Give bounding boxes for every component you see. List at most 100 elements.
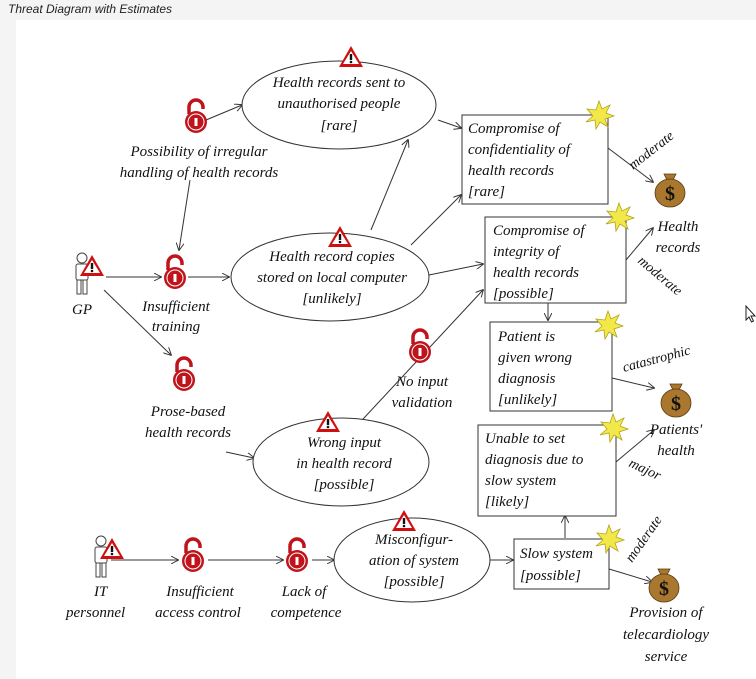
consequence-label: moderate	[623, 513, 666, 565]
edge-copies-integrity	[428, 264, 483, 276]
threat-label-line3: [possible]	[314, 477, 375, 493]
incident-label-line1: Patient is	[497, 329, 555, 345]
incident-label-line2: given wrong	[498, 350, 573, 366]
incident-label-line2: confidentiality of	[468, 142, 572, 158]
threat-label-line3: [rare]	[321, 118, 358, 134]
open-padlock-icon	[180, 537, 206, 574]
threat-label-line2: unauthorised people	[278, 96, 401, 112]
incident-wrong-diagnosis: Patient is given wrong diagnosis [unlike…	[489, 310, 624, 412]
threat-label-line3: [unlikely]	[302, 291, 361, 307]
warning-triangle-icon	[339, 46, 363, 67]
asset-label-line1: Patients'	[649, 422, 703, 438]
asset-label-line1: Health	[657, 219, 699, 235]
asset-label-line2: telecardiology	[623, 627, 709, 643]
edge-slow-provision	[608, 568, 652, 582]
money-bag-icon	[654, 173, 686, 208]
incident-integrity: Compromise of integrity of health record…	[484, 202, 635, 304]
asset-label-line1: Provision of	[628, 605, 704, 621]
vulnerability-label-line2: validation	[392, 395, 453, 411]
threat-label-line1: Health records sent to	[272, 75, 406, 91]
vulnerability-access: Insufficient access control	[155, 537, 241, 621]
edge-irregular-sent	[205, 105, 242, 121]
edge-sent-conf	[437, 119, 461, 128]
edges	[103, 105, 654, 582]
incident-label-line1: Compromise of	[493, 223, 586, 239]
money-bag-icon	[660, 383, 692, 418]
asset-health-records: Health records	[654, 173, 701, 256]
vulnerability-label-line1: Insufficient	[165, 584, 234, 600]
threat-label-line1: Health record copies	[268, 249, 395, 265]
open-padlock-icon	[183, 98, 209, 135]
incident-label-line3: health records	[493, 265, 579, 281]
vulnerability-prose: Prose-based health records	[145, 356, 231, 441]
edge-irregular-training-link	[179, 179, 191, 250]
incident-label-line3: diagnosis	[498, 371, 556, 387]
incident-label-line3: health records	[468, 163, 554, 179]
edge-wrongdiag-patients	[611, 377, 654, 388]
edge-integrity-healthrecords	[625, 228, 653, 261]
incident-unable: Unable to set diagnosis due to slow syst…	[477, 413, 629, 517]
threat-diagram-canvas: $ GP	[16, 20, 756, 679]
vulnerability-irregular: Possibility of irregular handling of hea…	[120, 98, 279, 181]
vulnerability-label-line1: Lack of	[281, 584, 328, 600]
threat-label-line2: in health record	[296, 456, 392, 472]
incident-label-line1: Slow system	[520, 546, 593, 562]
vulnerability-label-line2: access control	[155, 605, 241, 621]
actor-it-personnel: IT personnel	[65, 535, 125, 621]
edge-conf-healthrecords	[607, 147, 653, 182]
edge-copies-conf	[410, 195, 461, 246]
asset-label-line3: service	[645, 649, 688, 665]
vulnerability-label-line1: Possibility of irregular	[130, 144, 268, 160]
vulnerability-label-line2: training	[152, 319, 201, 335]
threat-label-line2: ation of system	[369, 553, 459, 569]
threat-label-line1: Wrong input	[307, 435, 382, 451]
vulnerability-label-line1: No input	[395, 374, 449, 390]
incident-label-line4: [possible]	[493, 286, 554, 302]
threat-scenario-sent: Health records sent to unauthorised peop…	[241, 46, 437, 150]
threat-diagram: $ GP	[65, 46, 709, 665]
open-padlock-icon	[407, 328, 433, 365]
incident-label-line4: [rare]	[468, 184, 505, 200]
vulnerability-training: Insufficient training	[141, 254, 211, 335]
open-padlock-icon	[162, 254, 188, 291]
incident-label-line4: [likely]	[485, 494, 529, 510]
incident-label-line2: diagnosis due to	[485, 452, 584, 468]
incident-label-line3: slow system	[485, 473, 556, 489]
vulnerability-label-line2: competence	[271, 605, 342, 621]
asset-patients-health: Patients' health	[649, 383, 703, 459]
open-padlock-icon	[171, 356, 197, 393]
actor-it-label-line2: personnel	[65, 605, 125, 621]
incident-confidentiality: Compromise of confidentiality of health …	[461, 100, 615, 205]
consequence-label: moderate	[626, 129, 677, 173]
threat-label-line1: Misconfigur-	[374, 532, 453, 548]
threat-label-line2: stored on local computer	[257, 270, 407, 286]
consequence-label: moderate	[634, 254, 684, 299]
incident-label-line2: integrity of	[493, 244, 561, 260]
vulnerability-label-line1: Insufficient	[141, 299, 210, 315]
edge-unable-patients	[615, 430, 654, 463]
money-bag-icon	[648, 568, 680, 603]
actor-it-label-line1: IT	[93, 584, 109, 600]
edge-copies-sent	[370, 140, 408, 231]
asset-label-line2: records	[656, 240, 701, 256]
vulnerability-competence: Lack of competence	[271, 537, 342, 621]
open-padlock-icon	[284, 537, 310, 574]
threat-label-line3: [possible]	[384, 574, 445, 590]
incident-label-line2: [possible]	[520, 568, 581, 584]
threat-scenario-copies: Health record copies stored on local com…	[230, 226, 430, 322]
consequence-label: major	[626, 456, 663, 484]
vulnerability-label-line2: handling of health records	[120, 165, 279, 181]
threat-scenario-wrong-input: Wrong input in health record [possible]	[252, 411, 430, 507]
edge-prose-wronginput	[225, 451, 254, 458]
incident-slow-system: Slow system [possible]	[513, 524, 625, 590]
vulnerability-label-line1: Prose-based	[150, 404, 226, 420]
consequence-label: catastrophic	[621, 343, 693, 376]
edge-gp-prose	[103, 289, 171, 355]
page-title: Threat Diagram with Estimates	[8, 2, 173, 16]
vulnerability-label-line2: health records	[145, 425, 231, 441]
actor-gp: GP	[72, 252, 104, 318]
incident-label-line1: Compromise of	[468, 121, 561, 137]
mouse-pointer-icon	[745, 305, 756, 323]
actor-gp-label: GP	[72, 302, 92, 318]
threat-scenario-misconfig: Misconfigur- ation of system [possible]	[333, 510, 491, 603]
